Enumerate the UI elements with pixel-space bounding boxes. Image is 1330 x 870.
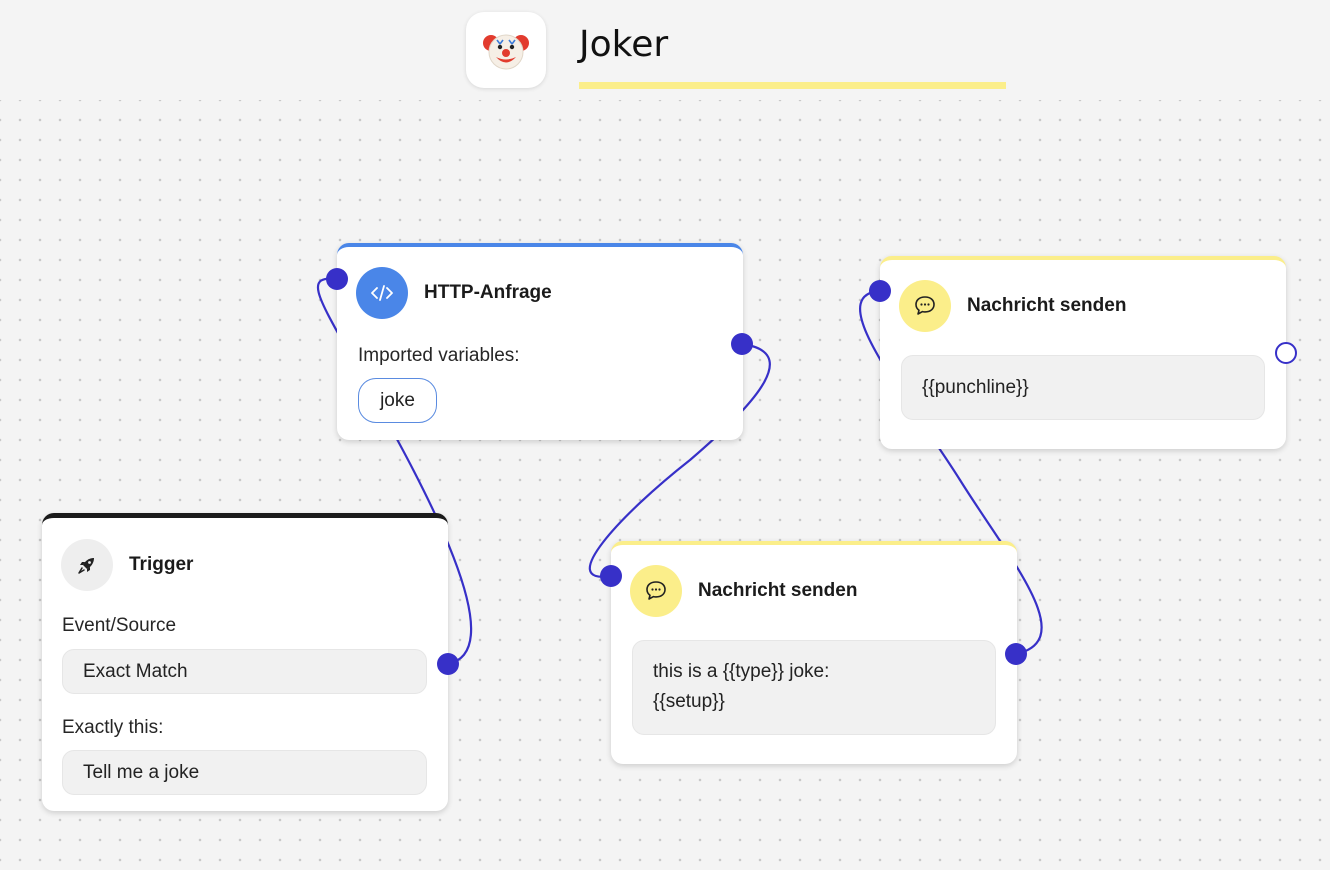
imported-variables-label: Imported variables: xyxy=(358,345,520,366)
node-title: Nachricht senden xyxy=(967,295,1127,316)
send-message-node-punchline[interactable]: Nachricht senden {{punchline}} xyxy=(880,256,1286,449)
title-underline xyxy=(579,82,1006,89)
punchline-node-output-port[interactable] xyxy=(1275,342,1297,364)
flow-title[interactable]: Joker xyxy=(579,24,669,65)
rocket-icon xyxy=(61,539,113,591)
punchline-node-input-port[interactable] xyxy=(869,280,891,302)
setup-node-output-port[interactable] xyxy=(1005,643,1027,665)
send-message-node-setup[interactable]: Nachricht senden this is a {{type}} joke… xyxy=(611,541,1017,764)
chat-bubble-icon xyxy=(899,280,951,332)
exactly-this-label: Exactly this: xyxy=(62,717,164,738)
trigger-node[interactable]: Trigger Event/Source Exact Match Exactly… xyxy=(42,513,448,811)
chat-bubble-icon xyxy=(630,565,682,617)
message-text-field[interactable]: this is a {{type}} joke: {{setup}} xyxy=(632,640,996,735)
node-title: HTTP-Anfrage xyxy=(424,282,552,303)
node-title: Trigger xyxy=(129,554,194,575)
exactly-this-input[interactable]: Tell me a joke xyxy=(62,750,427,795)
clown-face-icon xyxy=(483,34,529,70)
event-source-select[interactable]: Exact Match xyxy=(62,649,427,694)
trigger-node-output-port[interactable] xyxy=(437,653,459,675)
node-title: Nachricht senden xyxy=(698,580,858,601)
setup-node-input-port[interactable] xyxy=(600,565,622,587)
variable-chip[interactable]: joke xyxy=(358,378,437,423)
flow-emoji-button[interactable] xyxy=(466,12,546,88)
http-node-input-port[interactable] xyxy=(326,268,348,290)
event-source-label: Event/Source xyxy=(62,615,177,636)
message-text-field[interactable]: {{punchline}} xyxy=(901,355,1265,420)
code-icon xyxy=(356,267,408,319)
http-request-node[interactable]: HTTP-Anfrage Imported variables: joke xyxy=(337,243,743,440)
http-node-output-port[interactable] xyxy=(731,333,753,355)
